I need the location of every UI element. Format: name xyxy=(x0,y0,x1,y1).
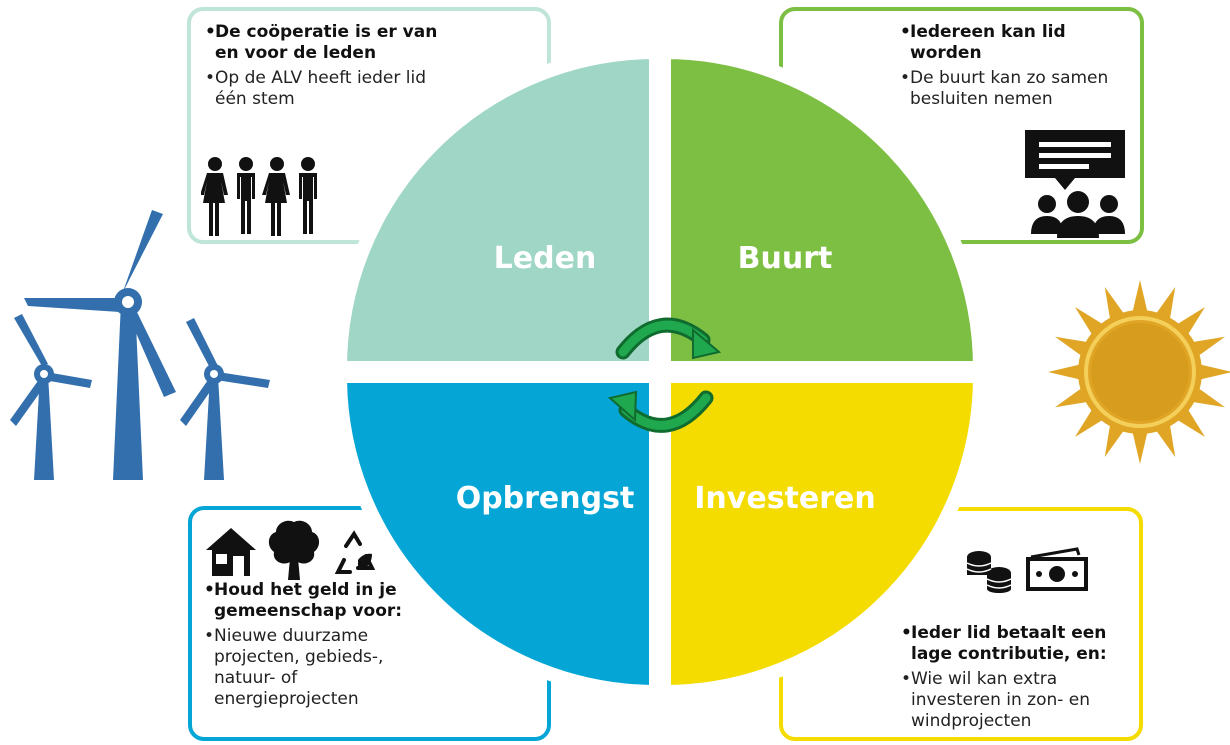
card-opbrengst-bold: Houd het geld in je gemeenschap voor: xyxy=(204,580,434,622)
sun-ray xyxy=(1131,280,1149,315)
quadrant-label-investeren: Investeren xyxy=(694,481,875,516)
sun-ray xyxy=(1048,363,1083,381)
sun-ray xyxy=(1131,429,1149,464)
tree-icon xyxy=(268,520,320,580)
quadrant-leden xyxy=(332,44,663,375)
cycle-arrows-icon xyxy=(607,317,722,433)
sun-icon xyxy=(1048,280,1230,464)
sun-ray xyxy=(1197,363,1230,381)
recycle-icon xyxy=(334,530,376,574)
card-buurt-text: De buurt kan zo samen besluiten nemen xyxy=(900,68,1135,110)
card-investeren-text: Wie wil kan extra investeren in zon- en … xyxy=(901,669,1136,732)
card-leden-bold: De coöperatie is er van en voor de leden xyxy=(205,22,440,64)
banknote-icon xyxy=(1026,547,1088,591)
people-row-icon xyxy=(201,157,317,236)
quadrant-investeren xyxy=(657,369,988,700)
quadrant-buurt xyxy=(657,44,988,375)
wind-turbines-icon xyxy=(10,210,270,480)
card-investeren-bold: Ieder lid betaalt een lage contributie, … xyxy=(901,623,1136,665)
card-leden-text: Op de ALV heeft ieder lid één stem xyxy=(205,68,440,110)
quadrant-label-opbrengst: Opbrengst xyxy=(456,481,635,516)
meeting-icon xyxy=(1025,130,1125,238)
card-opbrengst-text: Nieuwe duurzame projecten, gebieds-, nat… xyxy=(204,626,434,710)
card-buurt-bold: Iedereen kan lid worden xyxy=(900,22,1135,64)
coins-icon xyxy=(966,551,1012,593)
quadrant-label-leden: Leden xyxy=(494,241,597,276)
house-icon xyxy=(206,528,256,576)
quadrant-opbrengst xyxy=(332,369,663,700)
quadrant-label-buurt: Buurt xyxy=(738,241,833,276)
